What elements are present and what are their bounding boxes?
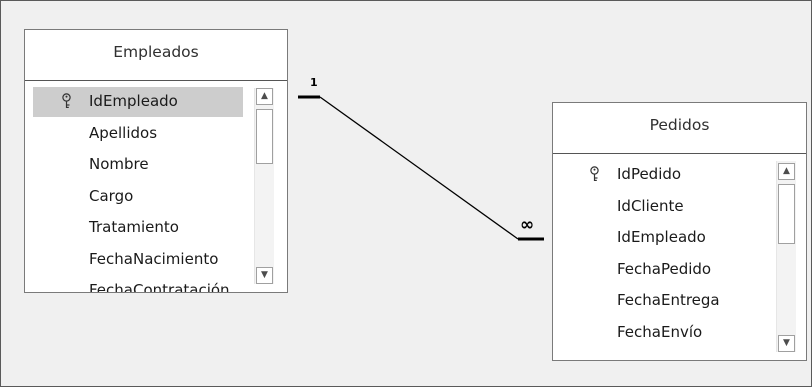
field-name: Apellidos — [89, 123, 158, 142]
field-row[interactable]: FechaContratación — [33, 275, 287, 292]
field-name: Nombre — [89, 155, 149, 173]
arrow-up-icon[interactable]: ▲ — [778, 163, 795, 180]
field-row[interactable]: Nombre — [33, 149, 287, 181]
table-empleados-scrollbar[interactable]: ▲ ▼ — [254, 88, 274, 284]
relationship-one-label: 1 — [310, 76, 318, 89]
field-row[interactable]: Tratamiento — [33, 212, 287, 244]
relationship-connector[interactable] — [319, 96, 519, 240]
arrow-up-icon[interactable]: ▲ — [256, 88, 273, 105]
field-row[interactable]: FechaEntrega — [561, 285, 806, 317]
table-pedidos[interactable]: Pedidos IdPedido IdCliente IdEmpleado Fe… — [552, 102, 807, 361]
field-name: FechaNacimiento — [89, 249, 219, 268]
arrow-down-icon[interactable]: ▼ — [256, 267, 273, 284]
key-icon — [62, 93, 71, 108]
table-empleados-title[interactable]: Empleados — [25, 30, 287, 81]
field-name: FechaContratación — [89, 281, 230, 292]
field-name: FechaEnvío — [617, 322, 703, 341]
arrow-down-icon[interactable]: ▼ — [778, 335, 795, 352]
field-name: IdPedido — [617, 165, 682, 183]
field-name: IdEmpleado — [89, 92, 178, 110]
table-pedidos-title[interactable]: Pedidos — [553, 103, 806, 154]
scroll-thumb[interactable] — [778, 184, 795, 244]
field-row[interactable]: IdCliente — [561, 191, 806, 223]
table-pedidos-field-list[interactable]: IdPedido IdCliente IdEmpleado FechaPedid… — [561, 159, 806, 360]
field-name: FechaPedido — [617, 259, 712, 278]
field-name: Cargo — [89, 186, 134, 205]
field-row[interactable]: Cargo — [33, 181, 287, 213]
selection-highlight — [33, 87, 243, 117]
table-empleados[interactable]: Empleados IdEmpleado Apellidos Nombre Ca… — [24, 29, 288, 293]
table-empleados-field-list[interactable]: IdEmpleado Apellidos Nombre Cargo Tratam… — [33, 86, 287, 292]
field-row[interactable]: IdEmpleado — [33, 86, 287, 118]
field-name: Tratamiento — [89, 218, 179, 236]
table-pedidos-scrollbar[interactable]: ▲ ▼ — [776, 161, 796, 352]
field-row[interactable]: FechaPedido — [561, 254, 806, 286]
scroll-thumb[interactable] — [256, 109, 273, 164]
field-name: IdEmpleado — [617, 228, 706, 246]
key-icon — [590, 166, 599, 181]
field-row[interactable]: IdPedido — [561, 159, 806, 191]
field-row[interactable]: FechaEnvío — [561, 317, 806, 349]
relationship-many-label: ∞ — [520, 215, 535, 235]
field-name: FechaEntrega — [617, 291, 720, 309]
field-row[interactable]: IdEmpleado — [561, 222, 806, 254]
field-row[interactable]: Apellidos — [33, 118, 287, 150]
field-row[interactable]: FechaNacimiento — [33, 244, 287, 276]
field-name: IdCliente — [617, 196, 684, 215]
